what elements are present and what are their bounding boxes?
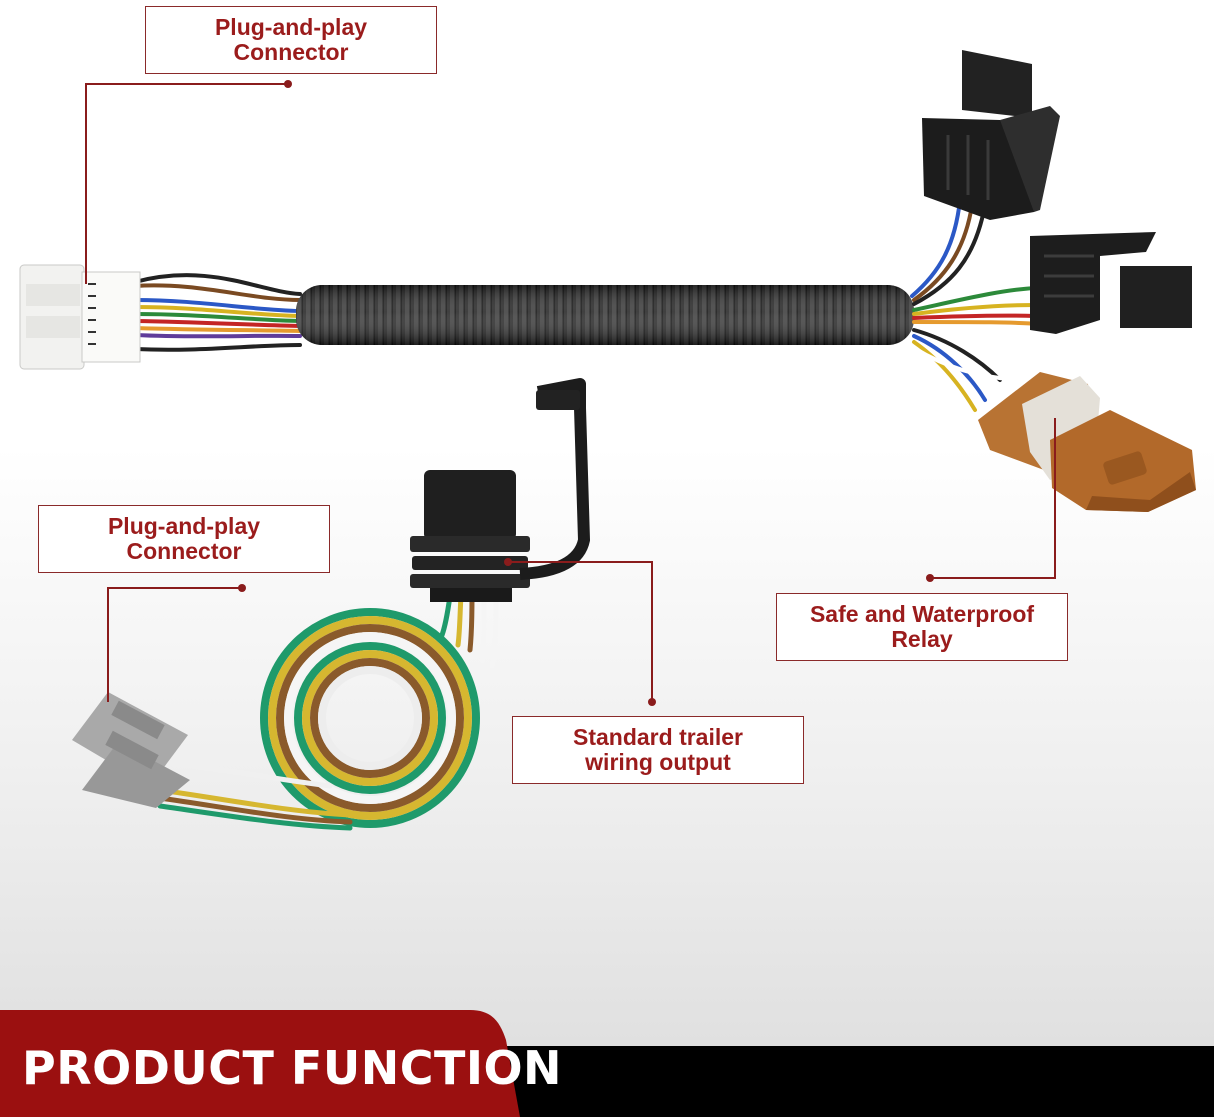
trailer-plug-icon (410, 378, 590, 602)
callout-line-2: Connector (233, 39, 349, 65)
black-plug-icon-upper (922, 50, 1060, 220)
coiled-cable-icon (260, 608, 480, 828)
trailer-lead-wires (157, 759, 353, 831)
white-connector-icon (19, 264, 141, 370)
right-wire-bundle (908, 198, 1042, 412)
footer-title: PRODUCT FUNCTION (22, 1041, 563, 1095)
callout-line-1: Plug-and-play (107, 513, 261, 539)
callout-line-1: Plug-and-play (214, 14, 368, 40)
callout-middle-left-connector: Plug-and-play Connector (38, 505, 330, 573)
harness-loom-icon (296, 285, 914, 345)
callout-top-left-connector: Plug-and-play Connector (145, 6, 437, 74)
footer-red-tab (0, 1010, 520, 1117)
callout-line-1: Standard trailer (573, 724, 743, 750)
callout-line-2: Relay (891, 626, 953, 652)
callout-line-2: Connector (126, 538, 242, 564)
callout-dots (238, 80, 934, 706)
gray-connector-icon (72, 692, 190, 808)
footer-banner: PRODUCT FUNCTION (0, 1010, 1214, 1117)
callout-relay: Safe and Waterproof Relay (776, 593, 1068, 661)
relay-icon (978, 372, 1196, 512)
callout-line-2: wiring output (585, 749, 731, 775)
left-wire-bundle (133, 273, 302, 352)
callout-trailer-output: Standard trailer wiring output (512, 716, 804, 784)
black-plug-icon-middle (1030, 232, 1192, 334)
callout-line-1: Safe and Waterproof (809, 601, 1035, 627)
callout-leader-lines (85, 83, 1056, 702)
